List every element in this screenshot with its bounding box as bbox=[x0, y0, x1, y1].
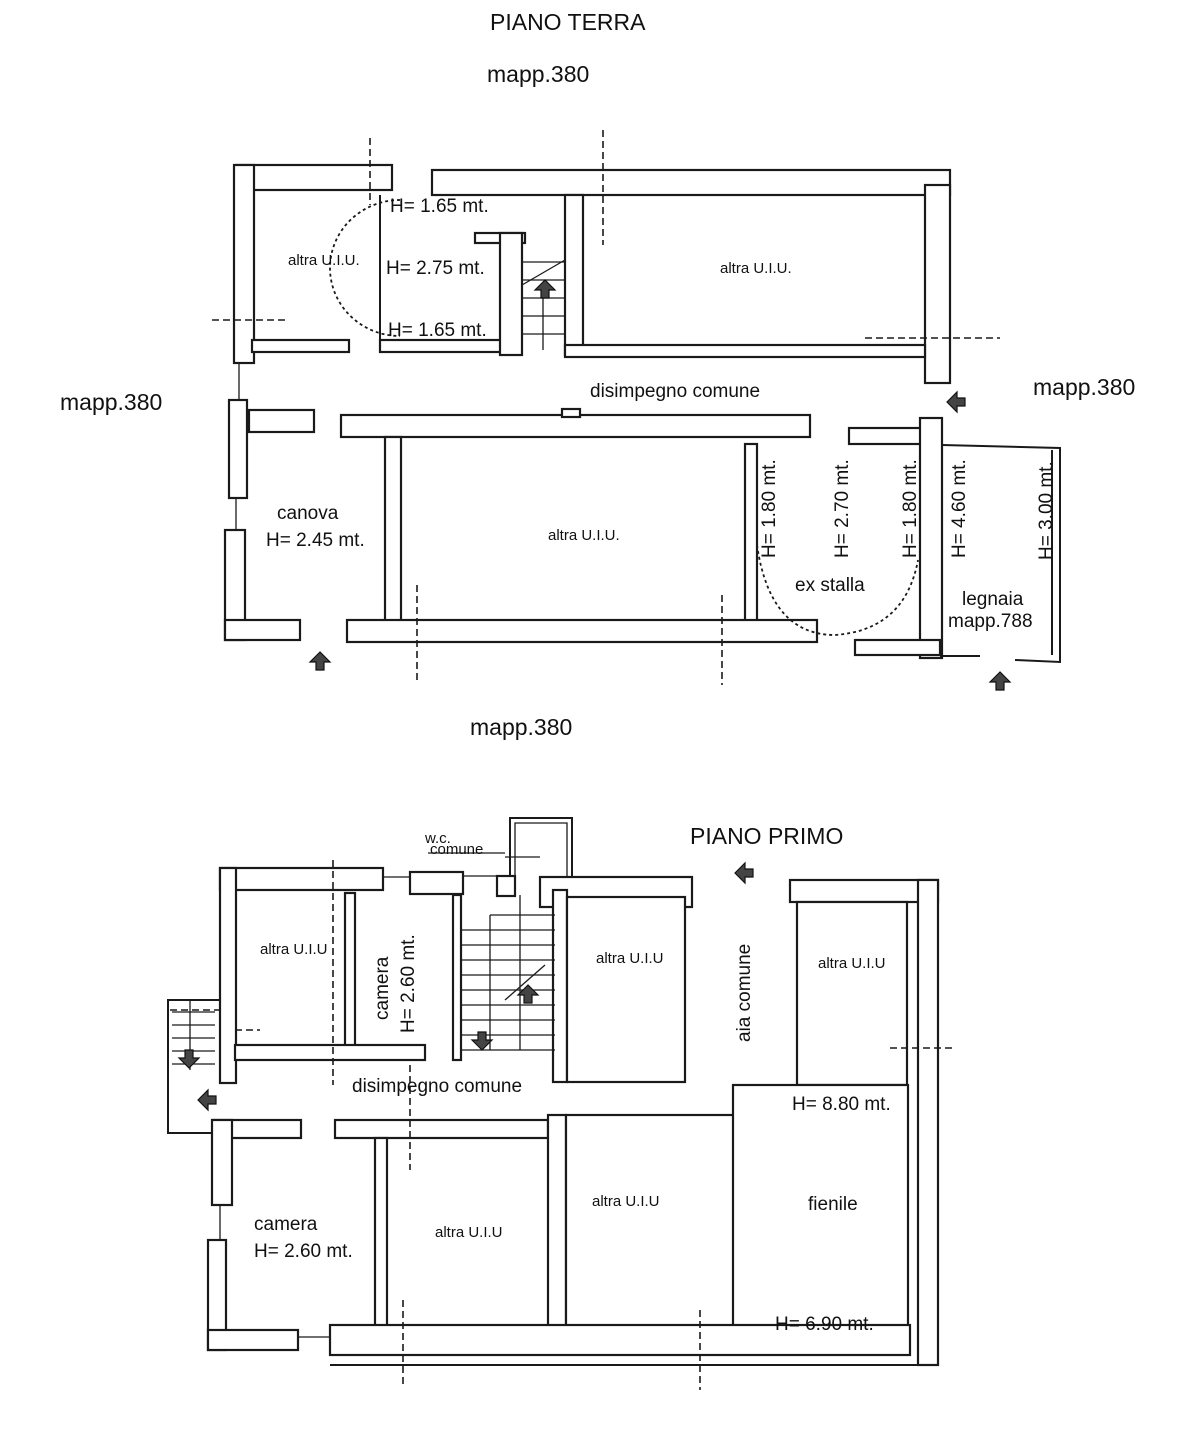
ground-floor-title: PIANO TERRA bbox=[490, 9, 646, 35]
staircase bbox=[172, 895, 555, 1070]
room-label: fienile bbox=[808, 1194, 858, 1215]
walls bbox=[167, 817, 940, 1367]
room-label: altra U.I.U bbox=[596, 950, 664, 967]
height-label: H= 8.80 mt. bbox=[792, 1094, 891, 1115]
room-label: disimpegno comune bbox=[352, 1076, 522, 1097]
height-label: H= 2.60 mt. bbox=[254, 1241, 353, 1262]
room-label: canova bbox=[277, 503, 339, 524]
mapp-label-left: mapp.380 bbox=[60, 389, 162, 415]
room-label: altra U.I.U bbox=[435, 1224, 503, 1241]
staircase bbox=[521, 259, 566, 350]
height-label: H= 1.80 mt. bbox=[900, 459, 921, 558]
vault-arc-stalla bbox=[756, 544, 919, 636]
height-label: H= 6.90 mt. bbox=[775, 1314, 874, 1335]
room-labels: w.c. comune altra U.I.U camera H= 2.60 m… bbox=[254, 830, 891, 1335]
ground-floor-plan: PIANO TERRA mapp.380 mapp.380 mapp.380 m… bbox=[60, 9, 1135, 740]
room-label: altra U.I.U. bbox=[720, 260, 792, 277]
room-label: aia comune bbox=[734, 944, 755, 1042]
height-label: H= 2.60 mt. bbox=[398, 934, 419, 1033]
height-label: H= 4.60 mt. bbox=[949, 459, 970, 558]
first-floor-title: PIANO PRIMO bbox=[690, 823, 843, 849]
room-label: mapp.788 bbox=[948, 611, 1033, 632]
room-label: camera bbox=[254, 1214, 318, 1235]
height-label: H= 1.65 mt. bbox=[388, 320, 487, 341]
height-label: H= 1.80 mt. bbox=[759, 459, 780, 558]
height-label: H= 2.70 mt. bbox=[832, 459, 853, 558]
entrance-arrow-icon bbox=[177, 861, 754, 1112]
room-label: altra U.I.U bbox=[260, 941, 328, 958]
room-label: legnaia bbox=[962, 589, 1024, 610]
walls bbox=[223, 163, 1061, 664]
height-label: H= 1.65 mt. bbox=[390, 196, 489, 217]
section-lines bbox=[170, 860, 955, 1390]
first-floor-plan: PIANO PRIMO bbox=[167, 817, 955, 1390]
mapp-label-bottom: mapp.380 bbox=[470, 714, 572, 740]
mapp-label-right: mapp.380 bbox=[1033, 374, 1135, 400]
section-lines bbox=[212, 130, 1000, 685]
room-label: w.c. bbox=[424, 830, 451, 847]
mapp-label-top: mapp.380 bbox=[487, 61, 589, 87]
room-label: altra U.I.U bbox=[592, 1193, 660, 1210]
room-label: altra U.I.U bbox=[818, 955, 886, 972]
room-labels: altra U.I.U. altra U.I.U. altra U.I.U. d… bbox=[266, 196, 1057, 632]
room-label: comune bbox=[430, 841, 483, 858]
height-label: H= 2.45 mt. bbox=[266, 530, 365, 551]
height-label: H= 3.00 mt. bbox=[1036, 461, 1057, 560]
room-label: ex stalla bbox=[795, 575, 865, 596]
vault-arc bbox=[329, 199, 401, 337]
room-label: camera bbox=[372, 956, 393, 1020]
room-label: altra U.I.U. bbox=[288, 252, 360, 269]
height-label: H= 2.75 mt. bbox=[386, 258, 485, 279]
room-label: disimpegno comune bbox=[590, 381, 760, 402]
room-label: altra U.I.U. bbox=[548, 527, 620, 544]
entrance-arrow-icon bbox=[308, 279, 1012, 691]
